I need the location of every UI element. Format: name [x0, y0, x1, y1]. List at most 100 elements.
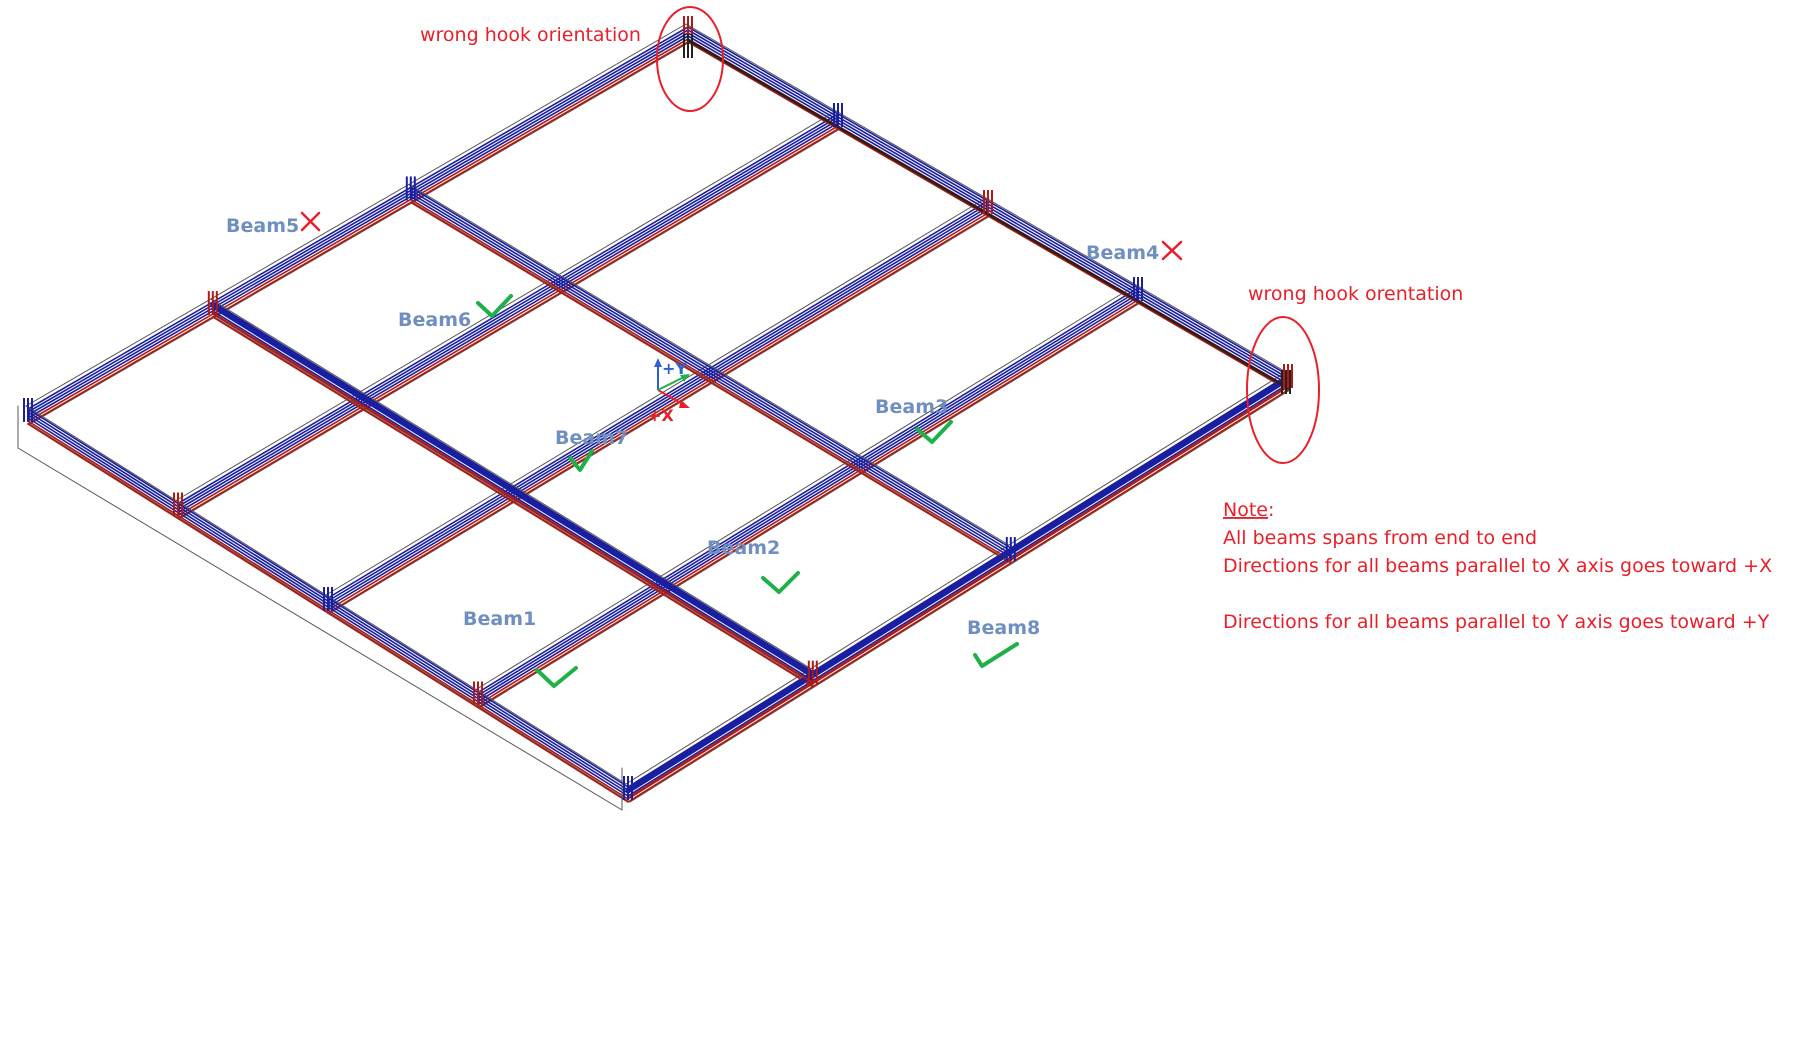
note-line-1: All beams spans from end to end — [1223, 527, 1537, 549]
check-icon-beam2 — [761, 571, 800, 594]
beam-label-2: Beam2 — [707, 537, 780, 559]
hook-2-0 — [323, 587, 333, 611]
beam-ad-3-top-bar-2 — [409, 189, 1012, 552]
hook-1-0 — [173, 492, 183, 517]
beam-ab-2-top-bar-4 — [177, 122, 839, 514]
beam-ab-3-top-bar-3 — [327, 206, 989, 605]
beam-ad-1-bottom-bar-2 — [27, 423, 629, 803]
hook-0-2 — [405, 176, 416, 201]
beam-ab-3-top-bar-2 — [327, 203, 989, 602]
hook-2-3 — [983, 190, 993, 214]
hook-4-3 — [1283, 364, 1293, 388]
beam-ab-5-outline-top — [625, 371, 1287, 785]
slab-front-edge — [17, 447, 623, 811]
beam-label-8: Beam8 — [967, 617, 1040, 639]
beam-ad-2-top-bar-4 — [212, 310, 814, 682]
beam-ab-1-top-bar-1 — [27, 26, 689, 410]
axis-y-label: +Y — [662, 359, 687, 378]
beam-ad-2-outline-bottom — [214, 316, 816, 688]
beam-ab-4-outline-top — [475, 284, 1137, 690]
note-title: Note — [1223, 499, 1268, 521]
hook-1-3 — [833, 103, 843, 127]
beam-ab-1-bottom-bar-2 — [27, 41, 689, 425]
note-block: Note: All beams spans from end to end Di… — [1223, 499, 1772, 633]
hook-wrong-top — [683, 34, 693, 58]
beam-ad-3-top-bar-1 — [409, 186, 1012, 549]
beam-main-diagonal-thick — [210, 302, 816, 678]
beam-ab-1-top-bar-3 — [27, 32, 689, 416]
beam-ab-5-top-bar-3 — [627, 380, 1289, 794]
beam-right-edge-bottom-bar — [627, 385, 1289, 799]
beam-label-3: Beam3 — [875, 396, 948, 418]
beam-ab-2-bottom-bar-1 — [177, 125, 839, 517]
check-icon-beam3 — [915, 420, 953, 444]
beam-ad-2-outline-top — [210, 298, 812, 670]
beam-ab-1-top-bar-2 — [27, 29, 689, 413]
rebar-hooks — [23, 16, 1293, 800]
beam-ab-1-bottom-bar-1 — [27, 38, 689, 422]
beam-ab-2-top-bar-1 — [177, 113, 839, 505]
axis-x-label: +X — [648, 406, 674, 425]
beam-ad-1-outline-top — [25, 405, 627, 785]
beam-label-6: Beam6 — [398, 309, 471, 331]
check-icon-beam1 — [535, 666, 578, 688]
beam-ab-1-outline-bottom — [29, 41, 691, 425]
cross-icon-beam4 — [1161, 240, 1183, 261]
beam-right-edge-thick — [625, 375, 1291, 793]
beam-ad-3-top-bar-4 — [409, 195, 1012, 558]
check-icon-beam8 — [973, 642, 1019, 668]
beam-ab-5-bottom-bar-2 — [627, 389, 1289, 803]
beam-ab-1-outline-top — [25, 23, 687, 407]
beam-ad-3-top-bar-3 — [409, 192, 1012, 555]
beam-ab-4-top-bar-3 — [477, 293, 1139, 700]
note-line-2: Directions for all beams parallel to X a… — [1223, 555, 1772, 577]
note-heading: Note: — [1223, 499, 1274, 521]
beam-ab-2-top-bar-3 — [177, 119, 839, 511]
beam-ab-5-top-bar-4 — [627, 383, 1289, 797]
beam-ad-3-bottom-bar-1 — [409, 198, 1012, 561]
beam-main-diagonal-bottom-bar — [211, 312, 814, 684]
beam-ab-4-top-bar-2 — [477, 290, 1139, 697]
beam-ab-5-outline-bottom — [629, 389, 1291, 803]
beam-ab-4-top-bar-4 — [477, 296, 1139, 703]
beam-label-4: Beam4 — [1086, 242, 1159, 264]
beam-ab-3-bottom-bar-1 — [327, 212, 989, 611]
beam-ab-3-outline-bottom — [329, 215, 991, 614]
check-icon-beam7 — [568, 449, 594, 472]
hook-highlight-top — [656, 6, 724, 112]
hook-0-1 — [207, 291, 218, 316]
check-icon-beam6 — [476, 294, 513, 318]
beam-ab-2-bottom-bar-2 — [177, 128, 839, 520]
beam-ad-4-outline-top — [685, 23, 1287, 373]
beam-ad-2-bottom-bar-2 — [212, 316, 814, 688]
hook-0-0 — [23, 398, 33, 422]
hook-3-3 — [1133, 277, 1143, 301]
beam-ab-3-top-bar-1 — [327, 200, 989, 599]
beam-ab-2-top-bar-2 — [177, 116, 839, 508]
annotation-hook-top: wrong hook orientation — [420, 24, 641, 46]
hook-4-2 — [1005, 537, 1016, 562]
cross-icon-beam5 — [300, 211, 321, 232]
note-colon: : — [1268, 499, 1274, 521]
note-line-4: Directions for all beams parallel to Y a… — [1223, 611, 1770, 633]
beam-label-1: Beam1 — [463, 608, 536, 630]
beam-ab-1-top-bar-4 — [27, 35, 689, 419]
beam-ab-5-top-bar-1 — [627, 374, 1289, 788]
beam-ad-1-outline-bottom — [29, 423, 631, 803]
beam-ab-3-outline-top — [325, 197, 987, 596]
axis-indicator: +Y +X — [648, 358, 690, 425]
beam-ab-3-top-bar-4 — [327, 209, 989, 608]
beam-ad-3-bottom-bar-2 — [409, 201, 1012, 564]
beam-ad-3-outline-bottom — [412, 201, 1014, 564]
beam-ab-4-top-bar-1 — [477, 287, 1139, 694]
hook-3-0 — [473, 681, 483, 706]
beam-ad-2-top-bar-3 — [212, 307, 814, 679]
beam-label-7: Beam7 — [555, 427, 628, 449]
beam-ab-4-bottom-bar-2 — [477, 302, 1139, 709]
hook-4-1 — [807, 660, 818, 685]
beam-ad-3-outline-top — [408, 183, 1010, 546]
beam-label-5: Beam5 — [226, 215, 299, 237]
beam-ab-2-outline-bottom — [179, 128, 841, 519]
